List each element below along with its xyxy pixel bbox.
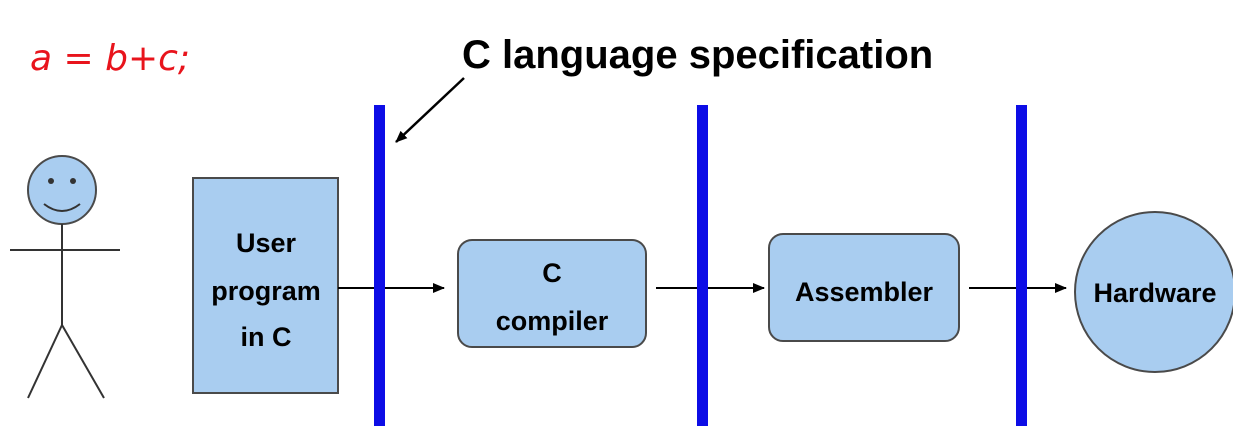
person-head [27,155,97,225]
person-smile [43,203,81,212]
c-compiler-label-line1: C [542,258,562,288]
divider-line-1 [374,105,385,426]
person-left-eye [48,178,54,184]
hardware-label: Hardware [1093,278,1216,308]
person-left-leg [27,324,63,399]
handwritten-code-annotation: a = b+c; [30,38,190,79]
divider-line-3 [1016,105,1027,426]
c-compiler-label-line2: compiler [496,306,609,336]
title-pointer-arrow [395,77,465,143]
user-program-label-line1: User [236,228,297,258]
c-compiler-box [457,239,647,348]
user-program-box [192,177,339,394]
assembler-box [768,233,960,342]
user-program-label-line2: program [211,276,321,306]
person-right-leg [61,324,105,399]
user-program-label-line3: in C [241,322,292,352]
divider-line-2 [697,105,708,426]
person-right-eye [70,178,76,184]
hardware-circle [1074,211,1233,373]
assembler-label: Assembler [795,277,934,307]
diagram-title: C language specification [462,33,933,77]
stick-figure-person-icon [10,155,120,399]
